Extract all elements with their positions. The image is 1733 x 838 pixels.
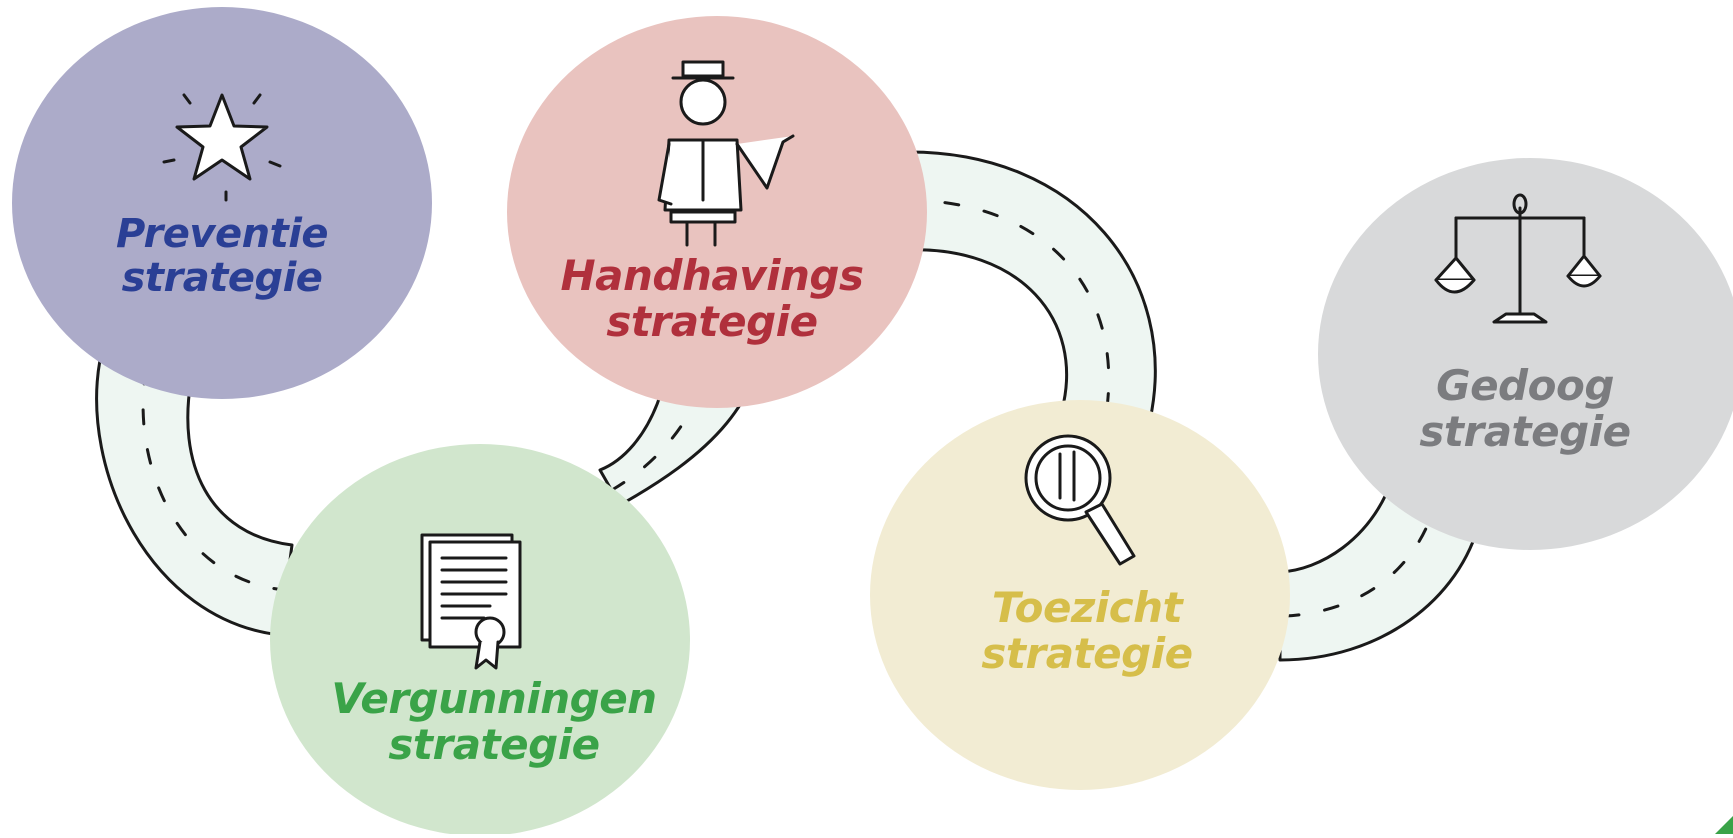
certificate-icon (420, 533, 522, 670)
label-gedoog-line1: Gedoog (1436, 361, 1614, 410)
label-preventie-line2: strategie (121, 255, 323, 301)
label-toezicht: Toezicht strategie (981, 583, 1193, 679)
officer-icon (657, 60, 795, 247)
label-vergunningen-line2: strategie (388, 720, 600, 770)
label-toezicht-line2: strategie (981, 629, 1193, 679)
label-handhavings-line2: strategie (606, 297, 818, 347)
label-gedoog: Gedoog strategie (1419, 361, 1631, 457)
magnifier-icon (1024, 434, 1136, 566)
label-vergunningen: Vergunningen strategie (331, 674, 657, 770)
circle-gedoog (1318, 158, 1733, 550)
label-preventie: Preventie strategie (115, 211, 329, 301)
label-vergunningen-line1: Vergunningen (331, 674, 657, 723)
label-toezicht-line1: Toezicht (991, 583, 1183, 632)
corner-accent (1715, 816, 1733, 834)
label-gedoog-line2: strategie (1419, 407, 1631, 457)
scales-icon (1434, 193, 1602, 324)
circle-toezicht (870, 400, 1290, 790)
road-segment-1 (95, 358, 294, 637)
label-handhavings-line1: Handhavings (560, 251, 864, 300)
label-preventie-line1: Preventie (115, 211, 329, 257)
road-segment-3-dash (903, 198, 1111, 417)
road-segment-3 (903, 150, 1157, 422)
circle-preventie (12, 7, 432, 399)
label-handhavings: Handhavings strategie (560, 251, 864, 347)
star-icon (162, 93, 282, 202)
road-segment-1-dash (141, 368, 287, 592)
